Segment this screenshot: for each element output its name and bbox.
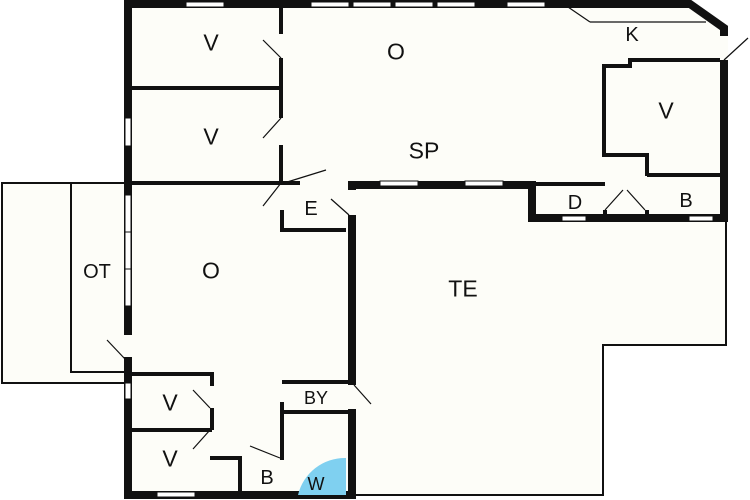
room-label-bedroom-top-2: V bbox=[203, 123, 219, 150]
room-label-bedroom-lower-2: V bbox=[162, 445, 178, 472]
room-label-dining-area: SP bbox=[408, 137, 440, 164]
room-label-covered-terrace: OT bbox=[83, 261, 111, 283]
window bbox=[436, 1, 476, 8]
room-label-kitchen: K bbox=[625, 24, 639, 46]
window bbox=[464, 180, 504, 187]
room-label-whirlpool: W bbox=[307, 474, 325, 494]
room-label-laundry: BY bbox=[303, 388, 329, 408]
window bbox=[124, 194, 132, 233]
window bbox=[124, 268, 132, 307]
window bbox=[561, 215, 587, 222]
window bbox=[124, 117, 132, 147]
door-gaps bbox=[124, 34, 728, 409]
window bbox=[352, 1, 392, 8]
covered-terrace-outline bbox=[1, 182, 128, 384]
window bbox=[185, 1, 225, 8]
room-label-bathroom-lower: B bbox=[260, 467, 274, 489]
windows bbox=[124, 1, 714, 498]
whirlpool-tub bbox=[298, 457, 346, 495]
door-swings bbox=[106, 6, 749, 459]
window bbox=[688, 215, 714, 222]
room-label-entrance: E bbox=[304, 198, 318, 220]
window bbox=[310, 1, 350, 8]
terrace-outline bbox=[352, 218, 727, 496]
floor-fill bbox=[2, 4, 726, 495]
room-label-terrace: TE bbox=[448, 275, 478, 302]
room-label-bathroom-right: B bbox=[679, 190, 693, 212]
room-label-shower-room: D bbox=[567, 192, 583, 214]
window bbox=[394, 1, 434, 8]
room-label-bedroom-lower-1: V bbox=[162, 389, 178, 416]
room-label-bedroom-top-1: V bbox=[203, 29, 219, 56]
room-label-living-room-lower: O bbox=[202, 257, 220, 284]
internal-walls bbox=[128, 4, 724, 495]
window bbox=[156, 491, 196, 498]
room-label-living-room-top: O bbox=[387, 38, 405, 65]
window bbox=[506, 1, 546, 8]
room-label-bedroom-right: V bbox=[658, 97, 674, 124]
window bbox=[379, 180, 419, 187]
window bbox=[124, 382, 132, 400]
window bbox=[124, 231, 132, 270]
